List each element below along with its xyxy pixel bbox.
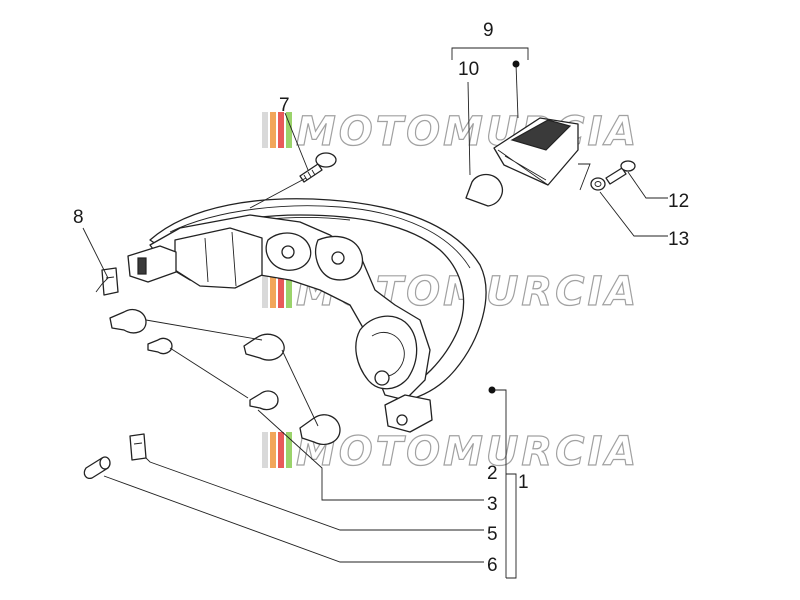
part-10-bulb <box>465 173 503 207</box>
part-9-plate-light <box>493 117 579 186</box>
callout-8: 8 <box>73 207 84 228</box>
watermark-text: MOTOMURCIA <box>296 109 639 155</box>
leader-lines <box>82 47 668 579</box>
watermark-stripe <box>278 272 284 308</box>
callout-2: 2 <box>487 463 498 484</box>
callout-3: 3 <box>487 494 498 515</box>
watermark-stripe <box>286 112 292 148</box>
bulb-small-left <box>147 337 173 355</box>
watermark-text: MOTOMURCIA <box>296 429 639 475</box>
bulb-large-left <box>109 308 147 334</box>
watermark-stripe <box>270 112 276 148</box>
watermark-stripe <box>270 432 276 468</box>
watermark-stripe <box>262 432 268 468</box>
callout-1: 1 <box>518 472 529 493</box>
leader-dot <box>512 60 520 68</box>
callout-12: 12 <box>668 191 689 212</box>
watermark-stripe <box>286 272 292 308</box>
watermark-stripe <box>270 272 276 308</box>
part-13-washer <box>590 177 606 191</box>
leader-dot <box>488 386 496 394</box>
bulb-small-center <box>249 390 279 411</box>
part-5-clip <box>129 433 147 461</box>
callout-labels: 9 10 7 8 12 13 2 1 3 5 6 <box>73 20 689 576</box>
callout-7: 7 <box>279 95 290 116</box>
part-6-plug <box>83 456 111 480</box>
part-12-screw <box>605 160 636 185</box>
watermark-top: MOTOMURCIA <box>262 108 639 156</box>
watermark-bottom: MOTOMURCIA <box>262 428 639 476</box>
callout-13: 13 <box>668 229 689 250</box>
watermark-stripe <box>278 432 284 468</box>
callout-6: 6 <box>487 555 498 576</box>
callout-10: 10 <box>458 59 479 80</box>
tail-light-housing <box>127 198 487 433</box>
watermark-stripe <box>278 112 284 148</box>
callout-5: 5 <box>487 524 498 545</box>
part-7-screw <box>299 152 337 183</box>
bulb-large-bottom <box>299 414 341 445</box>
callout-9: 9 <box>483 20 494 41</box>
watermark-stripe <box>286 432 292 468</box>
watermark-stripe <box>262 112 268 148</box>
bulb-large-center <box>243 333 285 361</box>
watermark-stripe <box>262 272 268 308</box>
